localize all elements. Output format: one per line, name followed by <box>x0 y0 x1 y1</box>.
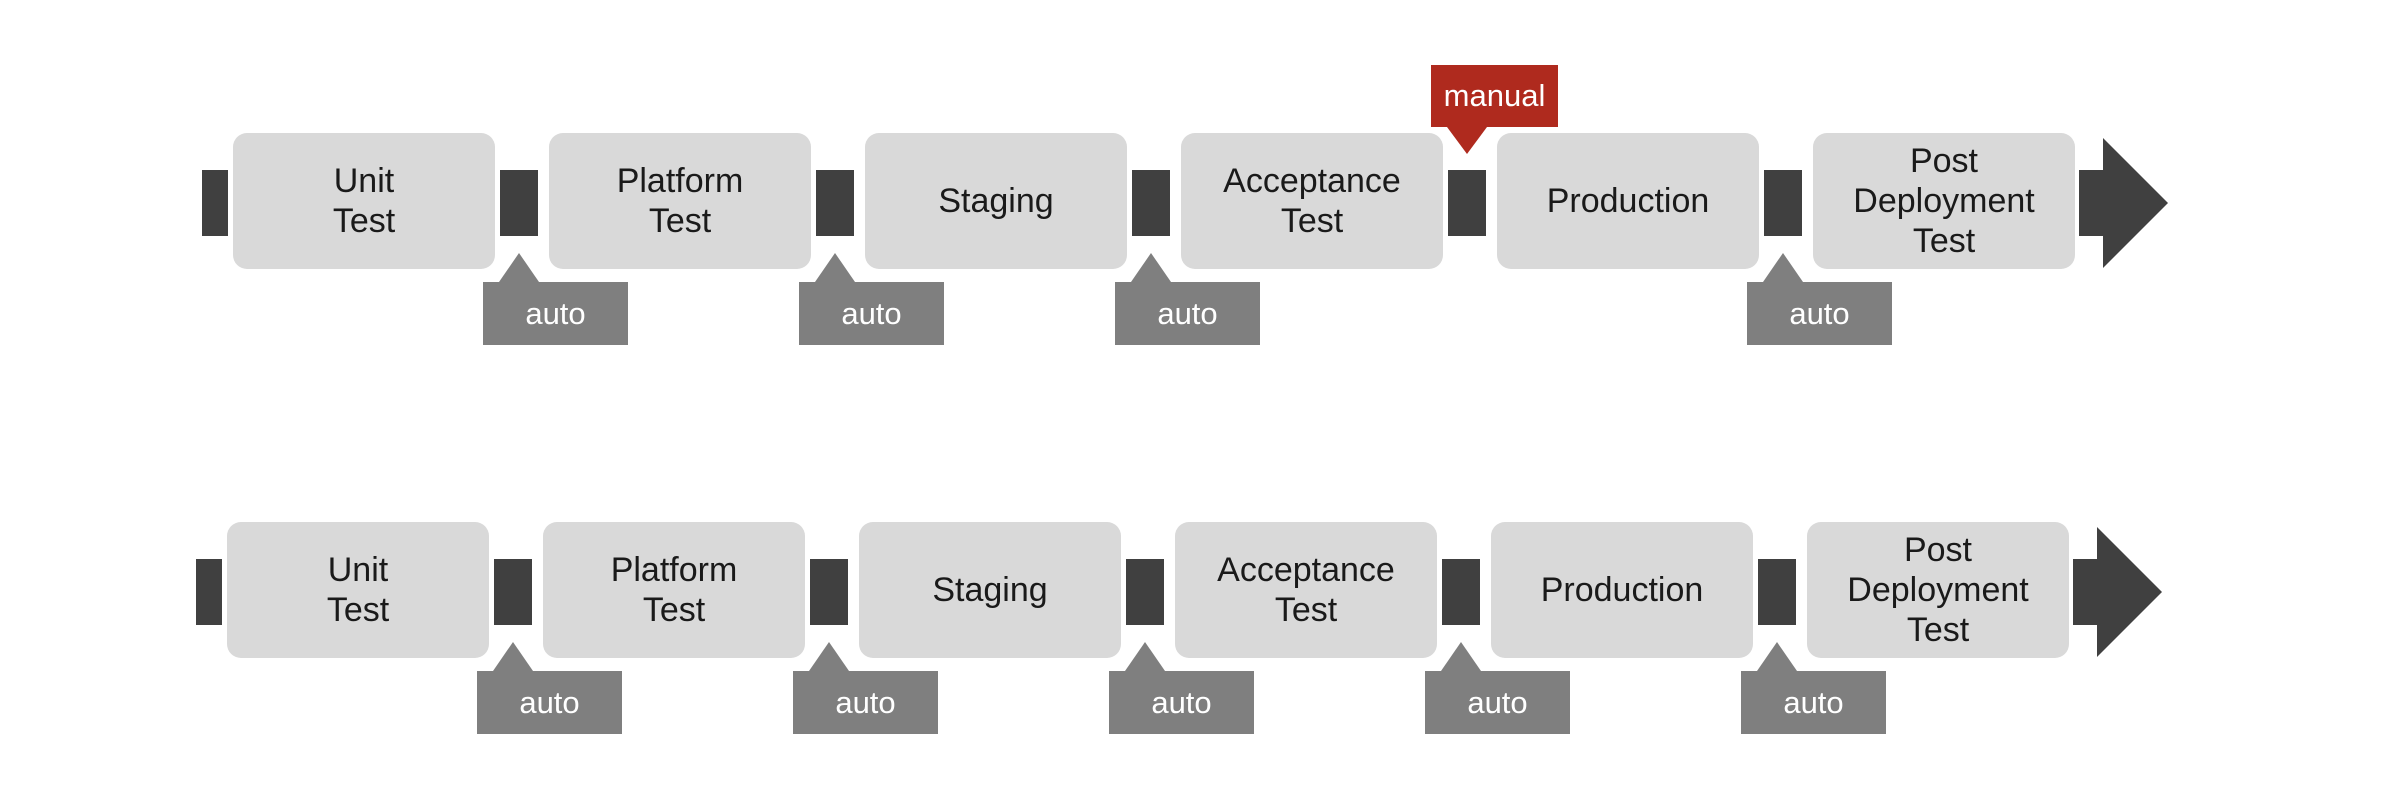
badge-pointer-up-icon <box>1131 253 1171 282</box>
stage-box-platform-test: Platform Test <box>543 522 805 658</box>
stage-connector <box>1764 170 1802 236</box>
auto-badge: auto <box>799 253 944 345</box>
stage-connector <box>1126 559 1164 625</box>
pipeline-top: Unit Test auto Platform Test auto Stagin… <box>202 65 2168 345</box>
flow-arrow-icon <box>2103 138 2168 268</box>
badge-pointer-up-icon <box>1763 253 1803 282</box>
stage-box-platform-test: Platform Test <box>549 133 811 269</box>
stage-box-post-deployment-test: Post Deployment Test <box>1807 522 2069 658</box>
stage-label: Production <box>1546 182 1710 220</box>
badge-label: auto <box>1741 671 1886 734</box>
manual-badge: manual <box>1431 65 1558 154</box>
stage-box-acceptance-test: Acceptance Test <box>1175 522 1437 658</box>
flow-arrow-icon <box>2097 527 2162 657</box>
badge-label: auto <box>1109 671 1254 734</box>
stage-connector <box>1448 170 1486 236</box>
auto-badge: auto <box>483 253 628 345</box>
badge-pointer-up-icon <box>809 642 849 671</box>
stage-label: Acceptance Test <box>1223 162 1401 240</box>
badge-pointer-up-icon <box>815 253 855 282</box>
stage-label: Post Deployment Test <box>1853 142 2035 260</box>
stage-label: Staging <box>938 182 1054 220</box>
stage-box-staging: Staging <box>859 522 1121 658</box>
badge-pointer-up-icon <box>1125 642 1165 671</box>
flow-arrow-tail <box>2079 170 2103 236</box>
stage-label: Unit Test <box>326 551 390 629</box>
badge-label: auto <box>1425 671 1570 734</box>
stage-connector <box>1758 559 1796 625</box>
badge-pointer-up-icon <box>493 642 533 671</box>
auto-badge: auto <box>793 642 938 734</box>
stage-connector <box>500 170 538 236</box>
badge-label: auto <box>1747 282 1892 345</box>
auto-badge: auto <box>1741 642 1886 734</box>
pipeline-bottom: Unit Test auto Platform Test auto Stagin… <box>0 389 2394 802</box>
stage-box-staging: Staging <box>865 133 1127 269</box>
auto-badge: auto <box>1747 253 1892 345</box>
stage-box-acceptance-test: Acceptance Test <box>1181 133 1443 269</box>
stage-box-unit-test: Unit Test <box>227 522 489 658</box>
auto-badge: auto <box>1109 642 1254 734</box>
stage-connector <box>810 559 848 625</box>
stage-connector <box>1442 559 1480 625</box>
badge-pointer-down-icon <box>1447 127 1487 154</box>
auto-badge: auto <box>1115 253 1260 345</box>
badge-label: auto <box>477 671 622 734</box>
stage-box-unit-test: Unit Test <box>233 133 495 269</box>
pipeline-start-connector <box>202 170 228 236</box>
badge-pointer-up-icon <box>499 253 539 282</box>
stage-connector <box>816 170 854 236</box>
auto-badge: auto <box>477 642 622 734</box>
stage-label: Staging <box>932 571 1048 609</box>
badge-label: manual <box>1431 65 1558 127</box>
stage-box-production: Production <box>1497 133 1759 269</box>
stage-connector <box>494 559 532 625</box>
badge-label: auto <box>799 282 944 345</box>
pipeline-start-connector <box>196 559 222 625</box>
flow-arrow-tail <box>2073 559 2097 625</box>
auto-badge: auto <box>1425 642 1570 734</box>
badge-label: auto <box>793 671 938 734</box>
stage-box-production: Production <box>1491 522 1753 658</box>
stage-label: Platform Test <box>610 551 738 629</box>
stage-label: Post Deployment Test <box>1847 531 2029 649</box>
stage-label: Platform Test <box>616 162 744 240</box>
stage-connector <box>1132 170 1170 236</box>
badge-label: auto <box>1115 282 1260 345</box>
stage-label: Acceptance Test <box>1217 551 1395 629</box>
badge-pointer-up-icon <box>1441 642 1481 671</box>
stage-label: Unit Test <box>332 162 396 240</box>
badge-pointer-up-icon <box>1757 642 1797 671</box>
stage-label: Production <box>1540 571 1704 609</box>
stage-box-post-deployment-test: Post Deployment Test <box>1813 133 2075 269</box>
badge-label: auto <box>483 282 628 345</box>
